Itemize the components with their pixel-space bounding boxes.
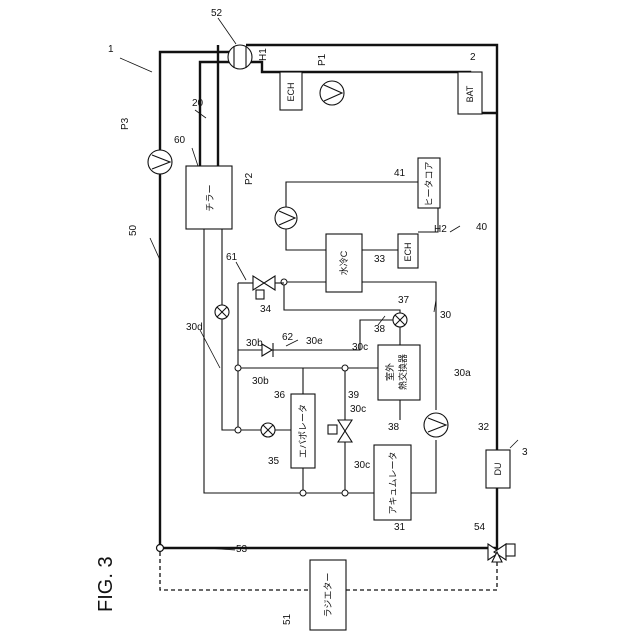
ref-34: 34 — [260, 304, 272, 315]
ref-20: 20 — [192, 98, 204, 109]
ref-30a: 30a — [454, 368, 471, 379]
junction-dot — [235, 427, 241, 433]
pump-p2-icon — [275, 207, 297, 229]
check-valve-62-icon — [262, 343, 273, 357]
ref-61: 61 — [226, 252, 238, 263]
heater-circuit-lower — [286, 228, 326, 250]
solenoid-valve-39-icon — [328, 420, 352, 442]
ref-35: 35 — [268, 456, 280, 467]
ref-1: 1 — [108, 44, 114, 55]
junction-dot — [157, 545, 164, 552]
expansion-valve-60-icon — [215, 305, 229, 319]
ref-30b-top: 30b — [246, 338, 263, 349]
chiller-supply-line — [200, 62, 233, 166]
ref-36: 36 — [274, 390, 286, 401]
main-coolant-loop — [160, 52, 497, 548]
accumulator-label: アキュムレータ — [388, 451, 398, 514]
ref-30c-1: 30c — [352, 342, 368, 353]
ref-32: 32 — [478, 422, 490, 433]
junction-dot — [300, 490, 306, 496]
ref-41: 41 — [394, 168, 406, 179]
ref-p1: P1 — [317, 53, 328, 66]
battery-label: BAT — [465, 85, 475, 102]
leader-30d — [200, 330, 220, 368]
ref-52: 52 — [211, 8, 223, 19]
junction-dot — [281, 279, 287, 285]
ref-37: 37 — [398, 295, 410, 306]
figure-title: FIG. 3 — [95, 556, 117, 612]
ref-p2: P2 — [244, 172, 255, 185]
junction-dot — [235, 365, 241, 371]
leader-52 — [218, 18, 236, 44]
four-way-valve-52-icon — [228, 45, 252, 69]
pump-p3-icon — [148, 150, 172, 174]
ref-30d: 30d — [186, 322, 203, 333]
ref-h1: H1 — [258, 48, 269, 61]
radiator-label: ラジエター — [323, 573, 333, 618]
ref-3: 3 — [522, 447, 528, 458]
leader-61 — [236, 262, 246, 280]
leader-1 — [120, 58, 152, 72]
ref-31: 31 — [394, 522, 406, 533]
leader-40 — [450, 226, 460, 232]
ref-54: 54 — [474, 522, 486, 533]
ref-39: 39 — [348, 390, 360, 401]
leader-3 — [510, 440, 518, 448]
expansion-valve-37-icon — [393, 313, 407, 327]
junction-dot — [342, 365, 348, 371]
three-way-valve-54-icon — [488, 544, 515, 562]
junction-dot — [342, 490, 348, 496]
outdoor-hx-label-2: 熱交換器 — [397, 354, 408, 390]
compressor-32-icon — [424, 413, 448, 437]
outdoor-hx-label-1: 室外 — [384, 363, 395, 381]
ref-40: 40 — [476, 222, 488, 233]
ref-30c-2: 30c — [350, 404, 366, 415]
ref-h2: H2 — [434, 224, 447, 235]
ref-50: 50 — [128, 224, 139, 236]
refrigerant-outer-bottom — [411, 440, 436, 493]
ech-h1-label: ECH — [286, 82, 296, 101]
ref-51: 51 — [282, 613, 293, 625]
ref-60: 60 — [174, 135, 186, 146]
ref-2: 2 — [470, 52, 476, 63]
heater-core-label: ヒータコア — [424, 161, 434, 206]
ech-h2-label: ECH — [403, 242, 413, 261]
evaporator-label: エバポレータ — [298, 404, 308, 458]
solenoid-valve-34-icon — [253, 276, 275, 299]
ref-62: 62 — [282, 332, 294, 343]
ref-38b: 38 — [388, 422, 400, 433]
ref-p3: P3 — [120, 117, 131, 130]
ref-30b-low: 30b — [252, 376, 269, 387]
leader-50 — [150, 238, 160, 260]
pump-p1-icon — [320, 81, 344, 105]
expansion-valve-35-icon — [261, 423, 275, 437]
ref-33: 33 — [374, 254, 386, 265]
drive-unit-label: DU — [493, 463, 503, 476]
ref-38a: 38 — [374, 324, 386, 335]
ref-30e: 30e — [306, 336, 323, 347]
leader-60 — [192, 148, 198, 166]
heater-circuit-upper — [286, 182, 418, 208]
ref-30: 30 — [440, 310, 452, 321]
ref-30c-3: 30c — [354, 460, 370, 471]
ref-53: 53 — [236, 544, 248, 555]
water-cooled-condenser-label: 水冷C — [338, 250, 349, 275]
chiller-label: チラー — [205, 184, 215, 211]
